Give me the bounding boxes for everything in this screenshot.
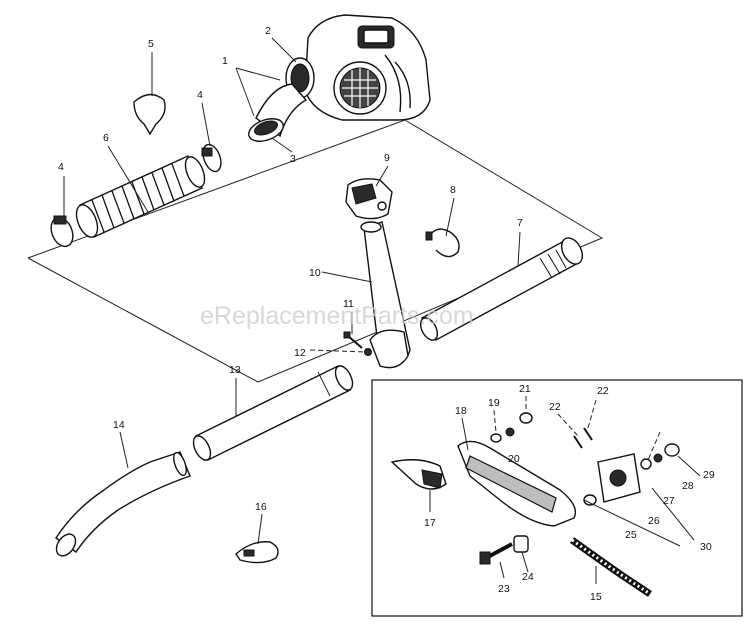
wire-clip — [133, 93, 166, 136]
tie-strap — [235, 541, 279, 564]
callout-label: 8 — [450, 184, 456, 196]
callout-label: 16 — [255, 501, 267, 513]
nut — [364, 348, 372, 356]
watermark: eReplacementParts.com — [200, 302, 474, 330]
callout-label: 19 — [488, 397, 500, 409]
callout-label: 22 — [597, 385, 609, 397]
callout-label: 20 — [508, 453, 520, 465]
callout-label: 4 — [58, 161, 64, 173]
callout-label: 23 — [498, 583, 510, 595]
callout-label: 13 — [229, 364, 241, 376]
small-hardware — [490, 412, 680, 506]
callout-label: 24 — [522, 571, 534, 583]
handle-bracket — [457, 440, 577, 527]
callout-label: 21 — [519, 383, 531, 395]
screw — [343, 331, 363, 349]
spring-hose — [569, 537, 652, 597]
curved-nozzle — [55, 451, 191, 557]
callout-label: 17 — [424, 517, 436, 529]
callout-label: 11 — [343, 298, 354, 310]
callout-label: 29 — [703, 469, 715, 481]
callout-label: 4 — [197, 89, 203, 101]
callout-label: 5 — [148, 38, 154, 50]
callout-label: 9 — [384, 152, 390, 164]
leader-lines — [63, 37, 701, 584]
callout-label: 7 — [517, 217, 523, 229]
elbow-tube — [248, 83, 308, 142]
handle-detail-box — [371, 379, 743, 617]
cable-harness — [425, 228, 460, 258]
callout-label: 27 — [663, 495, 675, 507]
callout-label: 22 — [549, 401, 561, 413]
callout-labels: 1 2 3 4 5 6 4 7 8 9 10 11 12 13 14 16 17… — [58, 25, 715, 603]
callout-label: 10 — [309, 267, 321, 279]
callout-label: 28 — [682, 480, 694, 492]
callout-label: 2 — [265, 25, 271, 37]
callout-label: 30 — [700, 541, 712, 553]
bolt — [479, 542, 513, 565]
handle-plate — [597, 453, 641, 503]
spacer — [513, 535, 529, 553]
callout-label: 1 — [222, 55, 228, 67]
flex-hose — [75, 155, 206, 238]
callout-label: 6 — [103, 132, 109, 144]
callout-label: 26 — [648, 515, 660, 527]
callout-label: 18 — [455, 405, 467, 417]
callout-label: 14 — [113, 419, 125, 431]
handle-lever — [390, 459, 447, 490]
callout-label: 15 — [590, 591, 602, 603]
swivel-tube — [360, 221, 411, 369]
throttle-grip — [345, 178, 393, 220]
hose-clamp — [50, 215, 74, 248]
callout-label: 12 — [294, 347, 306, 359]
hose-clamp — [201, 143, 222, 173]
callout-label: 3 — [290, 153, 296, 165]
middle-pipe — [192, 365, 354, 461]
upper-assembly-frame — [27, 119, 604, 383]
callout-label: 25 — [625, 529, 637, 541]
blower-housing — [304, 14, 431, 121]
